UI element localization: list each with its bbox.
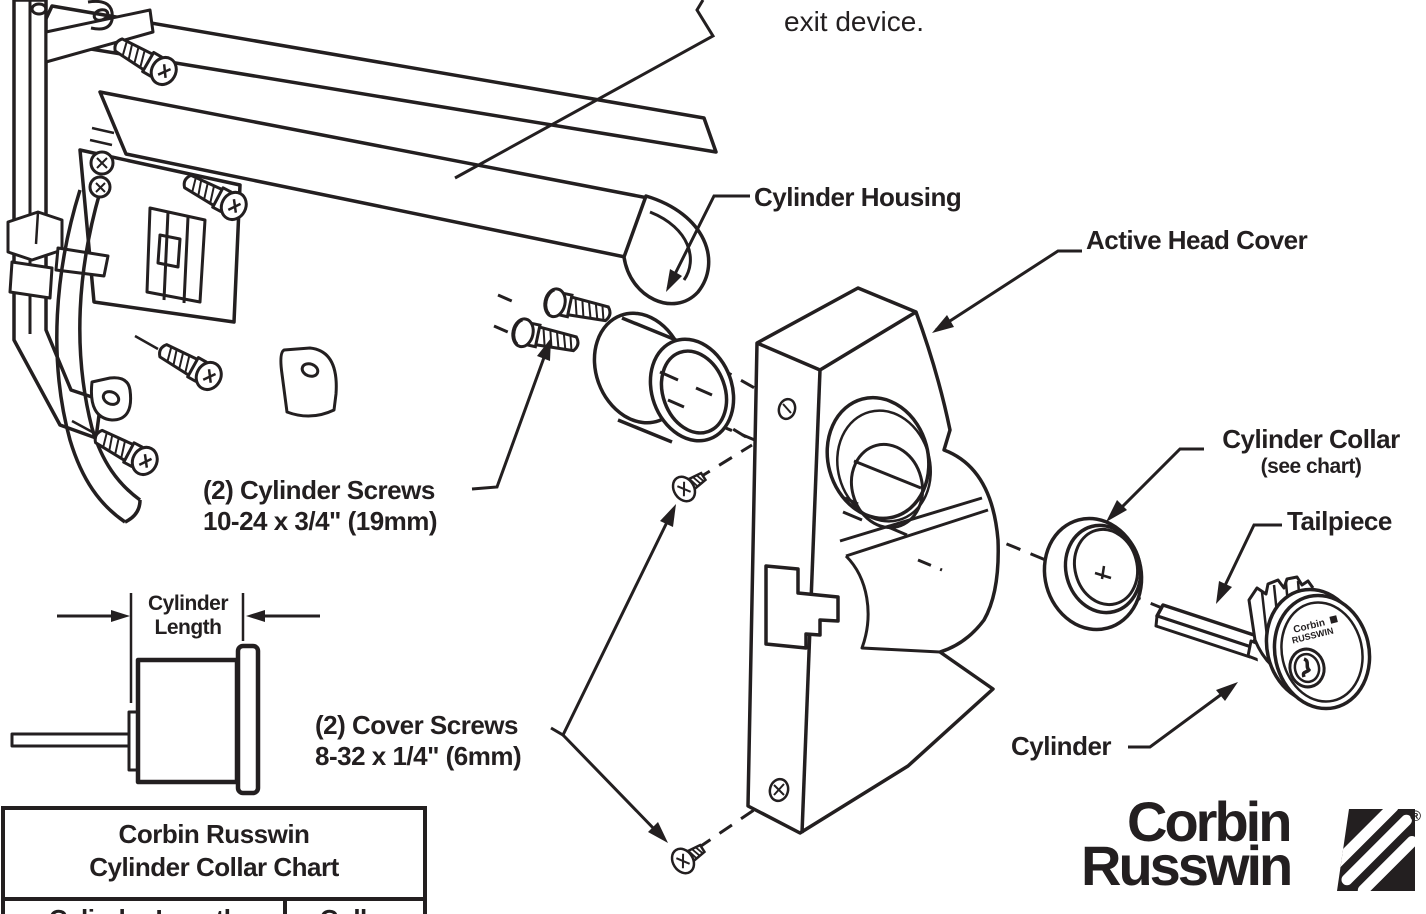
collar-chart-col-collar: Collar — [283, 901, 423, 914]
cylinder-housing-part — [592, 311, 736, 444]
cover-screws — [666, 464, 712, 879]
label-cylinder-length: Cylinder Length — [130, 592, 246, 640]
logo-corbin: Corbin — [1127, 790, 1292, 853]
label-cylinder-length-line1: Cylinder — [147, 592, 229, 615]
cylinder-collar-part — [1042, 516, 1144, 632]
logo-registered-mark: ® — [1410, 808, 1422, 825]
label-cylinder-collar-block: Cylinder Collar (see chart) — [1209, 424, 1413, 479]
logo-russwin: Russwin — [1081, 834, 1293, 897]
exit-device-chassis — [6, 0, 718, 524]
cylinder-part: Corbin RUSSWIN — [1154, 575, 1372, 711]
label-cylinder-screws-line1: (2) Cylinder Screws — [203, 475, 435, 505]
exit-device-leader-line — [454, 0, 716, 180]
collar-chart-header-row: Cylinder Length Collar — [5, 897, 423, 914]
label-cylinder-screws-block: (2) Cylinder Screws 10-24 x 3/4" (19mm) — [203, 475, 438, 537]
collar-chart-title: Corbin Russwin Cylinder Collar Chart — [5, 810, 423, 897]
label-active-head-cover: Active Head Cover — [1086, 225, 1308, 255]
label-see-chart: (see chart) — [1260, 455, 1362, 478]
label-cylinder: Cylinder — [1011, 731, 1112, 761]
label-cylinder-length-line2: Length — [154, 616, 222, 639]
active-head-cover-part — [746, 286, 1000, 835]
label-cylinder-housing: Cylinder Housing — [754, 182, 962, 212]
caption-exit-device: exit device. — [784, 6, 925, 37]
label-cylinder-screws-line2: 10-24 x 3/4" (19mm) — [203, 506, 438, 536]
cylinder-length-diagram — [10, 593, 320, 796]
leader-arrowheads — [537, 269, 1238, 843]
collar-chart-col-cylinder-length: Cylinder Length — [5, 901, 283, 914]
collar-chart-title-line1: Corbin Russwin — [118, 819, 310, 849]
label-leaders — [471, 194, 1282, 835]
collar-chart-table: Corbin Russwin Cylinder Collar Chart Cyl… — [1, 806, 427, 914]
label-cover-screws-line1: (2) Cover Screws — [315, 710, 518, 740]
collar-chart-title-line2: Cylinder Collar Chart — [89, 852, 339, 882]
label-cover-screws-line2: 8-32 x 1/4" (6mm) — [315, 741, 522, 771]
label-cover-screws-block: (2) Cover Screws 8-32 x 1/4" (6mm) — [315, 710, 522, 772]
corbin-russwin-logo-mark — [1337, 809, 1415, 891]
label-cylinder-collar: Cylinder Collar — [1222, 424, 1400, 454]
label-tailpiece: Tailpiece — [1287, 506, 1392, 536]
